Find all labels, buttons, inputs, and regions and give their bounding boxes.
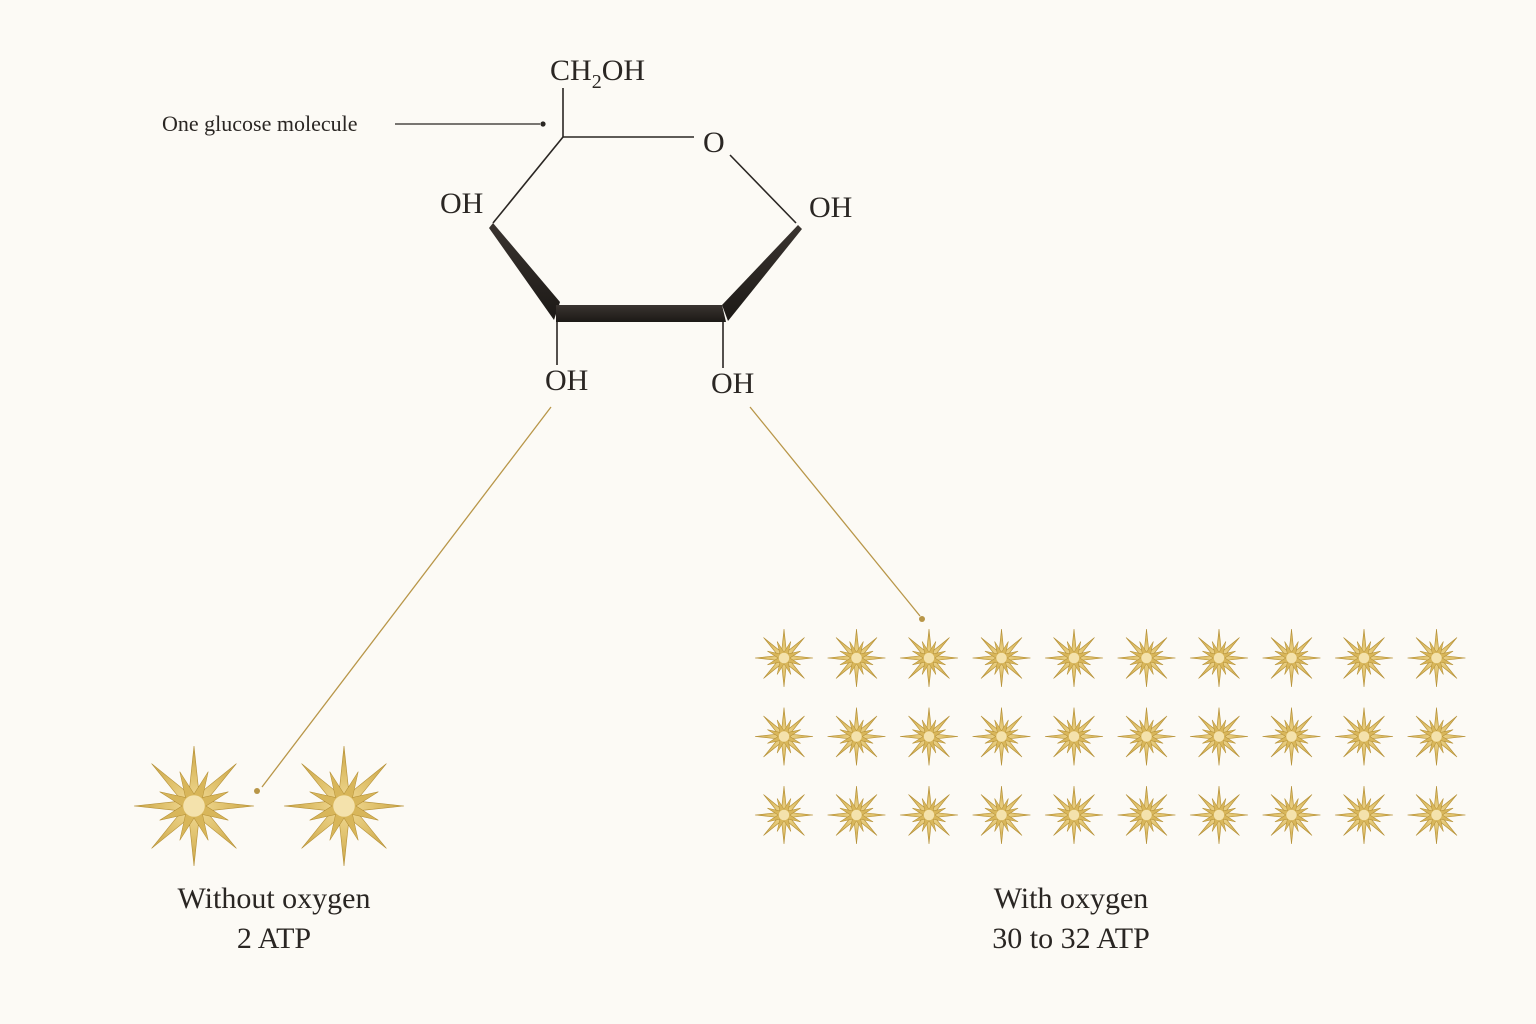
without-oxygen-title: Without oxygen bbox=[178, 882, 371, 915]
starburst-icon bbox=[972, 628, 1031, 688]
wedge-bond-right bbox=[722, 225, 802, 321]
starburst-icon bbox=[1044, 785, 1104, 845]
connector-without-oxygen bbox=[261, 406, 552, 788]
starburst-icon bbox=[1044, 707, 1104, 766]
starburst-icon bbox=[283, 745, 405, 867]
starburst-icon bbox=[1117, 785, 1176, 845]
starburst-icon bbox=[1407, 785, 1466, 845]
starburst-icon bbox=[754, 628, 814, 688]
oh-left: OH bbox=[440, 187, 483, 220]
connector-with-oxygen-dot bbox=[919, 616, 925, 622]
starburst-icon bbox=[1117, 707, 1176, 766]
starburst-icon bbox=[899, 628, 959, 688]
ring-bond-left-upper bbox=[492, 136, 564, 224]
glucose-molecule: One glucose molecule CH2OH O OH OH OH OH bbox=[162, 54, 852, 400]
oh-right: OH bbox=[809, 191, 852, 224]
starburst-icon bbox=[1262, 707, 1321, 766]
glucose-callout-label: One glucose molecule bbox=[162, 111, 358, 136]
connector-without-oxygen-dot bbox=[254, 788, 260, 794]
starburst-icon bbox=[827, 707, 886, 766]
wedge-bond-left bbox=[489, 223, 560, 320]
starburst-icon bbox=[972, 785, 1031, 845]
starburst-icon bbox=[899, 707, 959, 766]
glucose-callout-dot bbox=[540, 121, 546, 127]
atp-group-without-oxygen bbox=[133, 745, 405, 867]
starburst-icon bbox=[972, 707, 1031, 766]
connector-with-oxygen bbox=[749, 406, 921, 617]
starburst-icon bbox=[133, 745, 255, 867]
starburst-icon bbox=[1262, 785, 1321, 845]
atp-group-with-oxygen bbox=[754, 628, 1466, 845]
wedge-bond-bottom bbox=[556, 305, 726, 322]
starburst-icon bbox=[1407, 628, 1466, 688]
without-oxygen-yield: 2 ATP bbox=[237, 922, 311, 955]
starburst-icon bbox=[827, 785, 886, 845]
starburst-icon bbox=[1189, 628, 1249, 688]
starburst-icon bbox=[1189, 785, 1249, 845]
starburst-icon bbox=[1334, 628, 1394, 688]
oh-bottom-left: OH bbox=[545, 364, 588, 397]
starburst-icon bbox=[754, 785, 814, 845]
starburst-icon bbox=[827, 628, 886, 688]
ring-bond-oxygen-right bbox=[729, 154, 797, 224]
ch2oh-group: CH2OH bbox=[550, 54, 645, 93]
with-oxygen-yield: 30 to 32 ATP bbox=[992, 922, 1150, 955]
with-oxygen-title: With oxygen bbox=[994, 882, 1149, 915]
connectors bbox=[254, 406, 925, 794]
starburst-icon bbox=[1189, 707, 1249, 766]
starburst-icon bbox=[1334, 707, 1394, 766]
starburst-icon bbox=[899, 785, 959, 845]
starburst-icon bbox=[1407, 707, 1466, 766]
starburst-icon bbox=[1117, 628, 1176, 688]
starburst-icon bbox=[1044, 628, 1104, 688]
ring-oxygen: O bbox=[703, 126, 725, 159]
caption-without-oxygen: Without oxygen 2 ATP bbox=[178, 882, 371, 955]
caption-with-oxygen: With oxygen 30 to 32 ATP bbox=[992, 882, 1150, 955]
starburst-icon bbox=[754, 707, 814, 766]
oh-bottom-right: OH bbox=[711, 367, 754, 400]
starburst-icon bbox=[1334, 785, 1394, 845]
starburst-icon bbox=[1262, 628, 1321, 688]
